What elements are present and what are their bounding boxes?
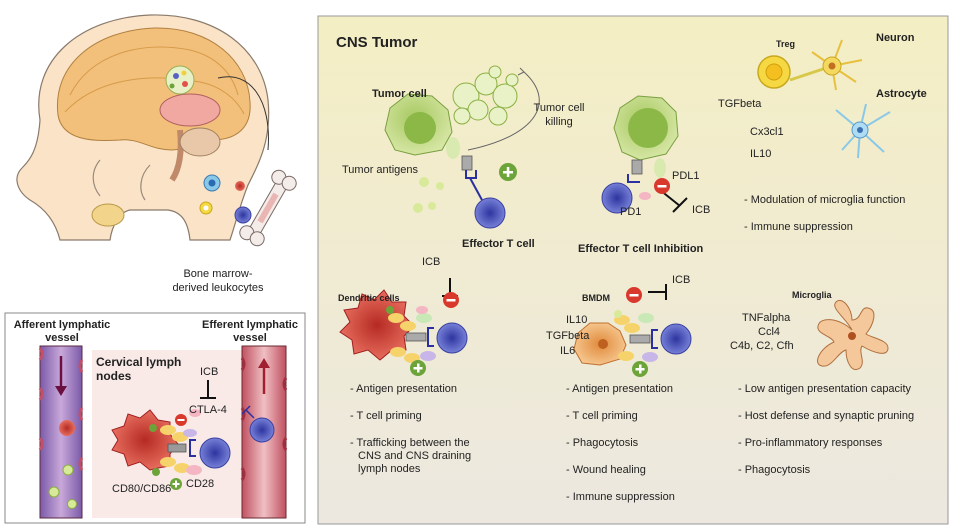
leukocyte-cluster (199, 174, 252, 224)
bmdm-synapse (573, 284, 692, 366)
glia-group (757, 39, 891, 159)
tumor-killing-line1: Tumor cell (533, 102, 585, 114)
tumor-killing-line2: killing (545, 116, 573, 128)
bmdm-il10-label: IL10 (566, 314, 588, 326)
bmdm-tgfbeta-label: TGFbeta (546, 330, 590, 342)
efferent-vessel (240, 345, 288, 519)
astrocyte-label: Astrocyte (876, 88, 927, 100)
glia-bullet: - Immune suppression (744, 221, 853, 233)
efferent-label-line2: vessel (233, 332, 267, 344)
tumor-cell-label: Tumor cell (372, 88, 427, 100)
effector-tcell-label: Effector T cell (462, 238, 535, 250)
dc-icb-label: ICB (422, 256, 441, 268)
bmdm-icb-label: ICB (672, 274, 691, 286)
bmdm-il6-label: IL6 (560, 345, 576, 357)
tumor-inhibition-group (601, 95, 688, 214)
neuron-label: Neuron (876, 32, 915, 44)
lymph-plus-icon (170, 478, 182, 490)
effector-plus-icon (499, 163, 517, 181)
bmdm-label: BMDM (582, 293, 610, 303)
leukocytes-caption-line1: Bone marrow- (183, 268, 253, 280)
mg-ccl4-label: Ccl4 (758, 326, 781, 338)
lymph-minus-icon (175, 414, 187, 426)
leukocytes-caption-line2: derived leukocytes (172, 282, 264, 294)
glia-bullet: - Modulation of microglia function (744, 194, 906, 206)
pd1-icb-label: ICB (692, 204, 711, 216)
mg-bullet: - Phagocytosis (738, 464, 811, 476)
dendritic-plus-icon (410, 360, 426, 376)
ctla4-label: CTLA-4 (189, 404, 227, 416)
glia-bullets: - Modulation of microglia function - Imm… (744, 194, 905, 248)
bmdm-bullet: - Wound healing (566, 464, 646, 476)
ctla4-blocker (200, 380, 216, 399)
bmdm-bullet: - Antigen presentation (566, 383, 674, 395)
dendritic-cells-label: Dendritic cells (338, 293, 400, 303)
cervical-nodes-line1: Cervical lymph (96, 355, 182, 369)
microglia-cell (817, 300, 889, 370)
bmdm-bullets: - Antigen presentation - T cell priming … (566, 383, 675, 518)
mg-bullet: - Low antigen presentation capacity (738, 383, 912, 395)
bmdm-plus-icon (632, 361, 648, 377)
mg-c4b-label: C4b, C2, Cfh (730, 340, 794, 352)
cd28-label: CD28 (186, 478, 215, 490)
bmdm-bullet: - Immune suppression (566, 491, 675, 503)
cns-title: CNS Tumor (336, 34, 418, 51)
il10-glia-label: IL10 (750, 148, 772, 160)
bmdm-bullet: - Phagocytosis (566, 437, 639, 449)
afferent-label-line1: Afferent lymphatic (13, 319, 111, 331)
bone-icon (239, 169, 297, 247)
cx3cl1-label: Cx3cl1 (750, 126, 784, 138)
lymph-icb-label: ICB (200, 366, 219, 378)
tumor-cell-effector-group (384, 65, 540, 229)
mg-tnfalpha-label: TNFalpha (742, 312, 791, 324)
bmdm-minus-icon (626, 287, 642, 303)
afferent-label-line2: vessel (45, 332, 79, 344)
mg-bullet: - Pro-inflammatory responses (738, 437, 883, 449)
tumor-antigens-label: Tumor antigens (342, 164, 419, 176)
dc-bullet: - T cell priming (350, 410, 422, 422)
mg-bullet: - Host defense and synaptic pruning (738, 410, 915, 422)
pdl1-label: PDL1 (672, 170, 700, 182)
lymph-dc-tcell-synapse (111, 409, 231, 476)
efferent-label-line1: Efferent lymphatic (202, 319, 298, 331)
head-illustration (16, 14, 270, 241)
cervical-nodes-line2: nodes (96, 369, 132, 383)
microglia-label: Microglia (792, 290, 832, 300)
cd80-label: CD80/CD86 (112, 483, 172, 495)
dc-bullet: - Trafficking between the (350, 437, 470, 449)
mg-bullets: - Low antigen presentation capacity - Ho… (738, 383, 914, 491)
dc-bullet: lymph nodes (358, 463, 421, 475)
dendritic-minus-icon (443, 292, 459, 308)
tgfbeta-label: TGFbeta (718, 98, 762, 110)
dc-bullet: CNS and CNS draining (358, 450, 472, 462)
afferent-vessel (38, 345, 84, 519)
dc-bullets: - Antigen presentation - T cell priming … (350, 383, 471, 476)
dendritic-synapse (339, 278, 468, 363)
effector-inhibition-label: Effector T cell Inhibition (578, 243, 704, 255)
bmdm-bullet: - T cell priming (566, 410, 638, 422)
inhibition-minus-icon (654, 178, 670, 194)
dc-bullet: - Antigen presentation (350, 383, 458, 395)
treg-label: Treg (776, 39, 796, 49)
pd1-label: PD1 (620, 206, 642, 218)
